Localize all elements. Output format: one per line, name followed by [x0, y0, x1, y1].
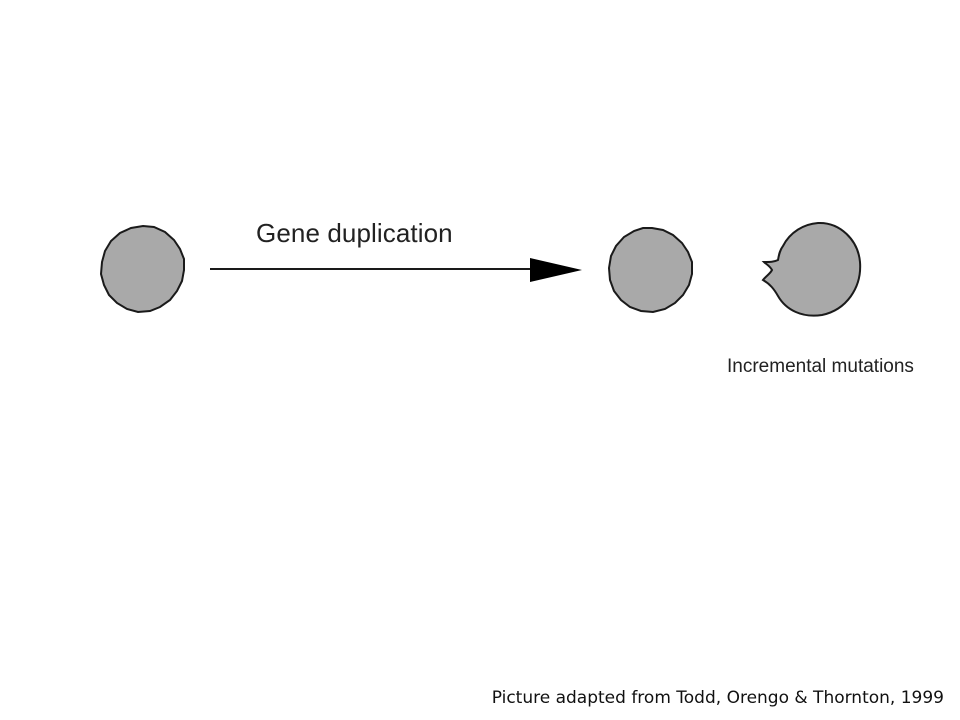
gene-duplication-label: Gene duplication	[256, 218, 453, 248]
source-caption: Picture adapted from Todd, Orengo & Thor…	[491, 688, 944, 708]
duplication-arrow-head	[530, 258, 582, 282]
mutated-domain-shape	[761, 221, 862, 317]
incremental-mutations-label: Incremental mutations	[727, 356, 914, 377]
duplicate-domain-circle	[607, 227, 693, 314]
original-domain-circle	[99, 224, 185, 314]
